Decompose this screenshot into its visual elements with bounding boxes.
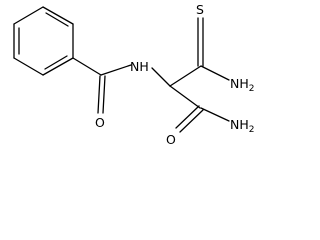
amide-double-bond xyxy=(179,109,204,133)
nh-label: NH xyxy=(130,59,149,74)
bond xyxy=(72,57,102,76)
bond xyxy=(169,65,202,87)
carbonyl-double-bond xyxy=(102,75,106,114)
amide-double-bond xyxy=(175,105,200,129)
carbonyl-double-bond xyxy=(97,75,101,114)
amine-bottom-label: NH2 xyxy=(230,117,254,135)
benzene-ring xyxy=(13,6,74,76)
bond xyxy=(200,107,230,122)
oxygen-left-label: O xyxy=(95,115,105,130)
bond xyxy=(200,65,230,81)
sulfur-label: S xyxy=(196,2,204,17)
structure-diagram: NH S NH2 O O NH2 xyxy=(13,2,254,147)
ring-bond xyxy=(13,6,44,25)
ring-bond xyxy=(42,6,74,25)
ring-bond xyxy=(13,57,44,76)
bond xyxy=(151,67,171,87)
ring-double-bond xyxy=(45,12,69,27)
ring-bond xyxy=(42,57,74,76)
amine-top-label: NH2 xyxy=(230,76,254,94)
bond xyxy=(169,85,201,109)
ring-double-bond xyxy=(44,55,68,70)
bond xyxy=(100,64,132,76)
oxygen-right-label: O xyxy=(166,132,176,147)
